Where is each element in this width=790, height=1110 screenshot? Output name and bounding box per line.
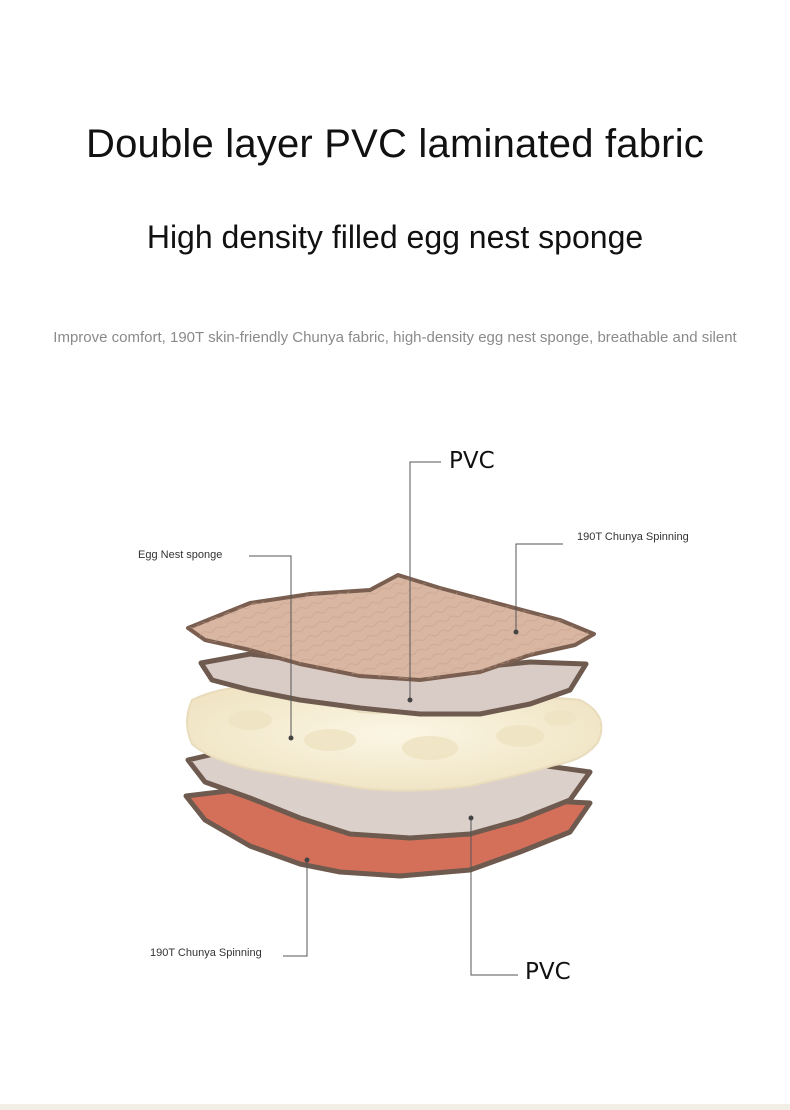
top-fabric-layer (186, 573, 596, 682)
label-egg-nest-sponge: Egg Nest sponge (138, 549, 223, 561)
sponge-cell (496, 725, 544, 747)
description-text: Improve comfort, 190T skin-friendly Chun… (53, 329, 737, 346)
label-pvc-bottom: PVC (525, 959, 571, 985)
leader-dot (304, 857, 310, 863)
leader-dot (513, 629, 519, 635)
sponge-cell (228, 710, 272, 730)
leader-dot (468, 815, 474, 821)
sponge-cell (402, 736, 458, 760)
subtitle: High density filled egg nest sponge (146, 219, 644, 255)
label-190t-spinning-top: 190T Chunya Spinning (577, 531, 689, 543)
leader-dots (288, 629, 519, 863)
sponge-cell (544, 710, 576, 726)
leader-pvc-top (409, 461, 441, 700)
leader-190t-top (515, 543, 563, 632)
leader-pvc-bottom (470, 818, 518, 976)
leader-egg-nest (249, 555, 292, 738)
sponge-cell (304, 729, 356, 751)
label-pvc-top: PVC (449, 448, 495, 474)
bottom-edge-strip (0, 1104, 790, 1110)
leader-190t-bottom (283, 860, 308, 957)
leader-dot (288, 735, 294, 741)
leader-lines (249, 461, 563, 976)
main-title: Double layer PVC laminated fabric (85, 122, 704, 166)
leader-dot (407, 697, 413, 703)
label-190t-spinning-bottom: 190T Chunya Spinning (150, 947, 262, 959)
